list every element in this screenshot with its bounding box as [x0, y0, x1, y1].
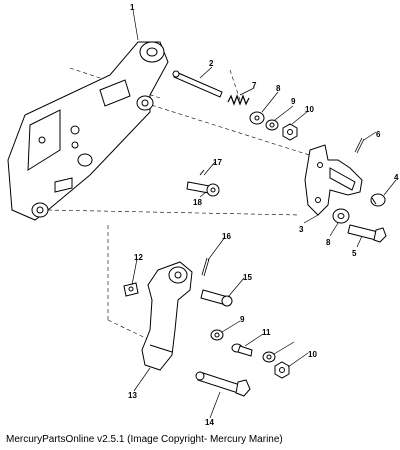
nut-part-10-upper	[282, 123, 298, 141]
washer-part-8-upper	[249, 111, 265, 125]
callout-2: 2	[209, 59, 214, 68]
nut-part-10-lower	[274, 361, 290, 379]
bushing-part-11	[231, 343, 253, 357]
callout-leader-lines	[131, 9, 397, 419]
callout-8b: 8	[326, 238, 331, 247]
bolt-part-5	[347, 224, 387, 243]
callout-12: 12	[134, 253, 143, 262]
callout-9b: 9	[240, 315, 245, 324]
cotter-pin-part-16	[201, 257, 210, 277]
callout-4: 4	[394, 173, 399, 182]
callout-14: 14	[205, 418, 214, 427]
main-bracket-part-1	[7, 41, 169, 221]
lower-arm-part-13	[141, 261, 193, 371]
washer-part-8-lower	[332, 208, 350, 224]
callout-labels: 1 2 3 4 5 6 7 8 8 9 9 10 10 11 12 13 14 …	[128, 3, 399, 427]
bolt-part-14	[195, 371, 251, 397]
callout-10b: 10	[308, 350, 317, 359]
callout-15: 15	[243, 273, 252, 282]
washer-part-9-upper	[265, 119, 279, 131]
callout-11: 11	[262, 328, 271, 337]
pin-part-15	[200, 289, 233, 307]
callout-9a: 9	[291, 97, 296, 106]
exploded-parts-diagram: 1 2 3 4 5 6 7 8 8 9 9 10 10 11 12 13 14 …	[7, 3, 399, 427]
pin-part-2	[172, 70, 223, 98]
callout-13: 13	[128, 391, 137, 400]
callout-3: 3	[299, 225, 304, 234]
callout-10a: 10	[305, 105, 314, 114]
washer-part-9-lower	[262, 351, 276, 363]
cotter-pin-part-6	[354, 137, 365, 154]
nut-part-12	[123, 282, 139, 297]
callout-6: 6	[376, 130, 381, 139]
washer-part-9-middle	[210, 329, 224, 341]
callout-5: 5	[352, 249, 357, 258]
part-17-stud	[199, 169, 205, 176]
spring-part-7	[227, 94, 250, 106]
latch-plate-part-3	[304, 144, 363, 216]
callout-16: 16	[222, 232, 231, 241]
bolt-part-18	[186, 181, 220, 197]
callout-7: 7	[252, 81, 257, 90]
callout-17: 17	[213, 158, 222, 167]
callout-18: 18	[193, 198, 202, 207]
callout-8a: 8	[276, 84, 281, 93]
callout-1: 1	[130, 3, 135, 12]
copyright-footer: MercuryPartsOnline v2.5.1 (Image Copyrig…	[6, 434, 283, 445]
cap-part-4	[370, 193, 386, 207]
